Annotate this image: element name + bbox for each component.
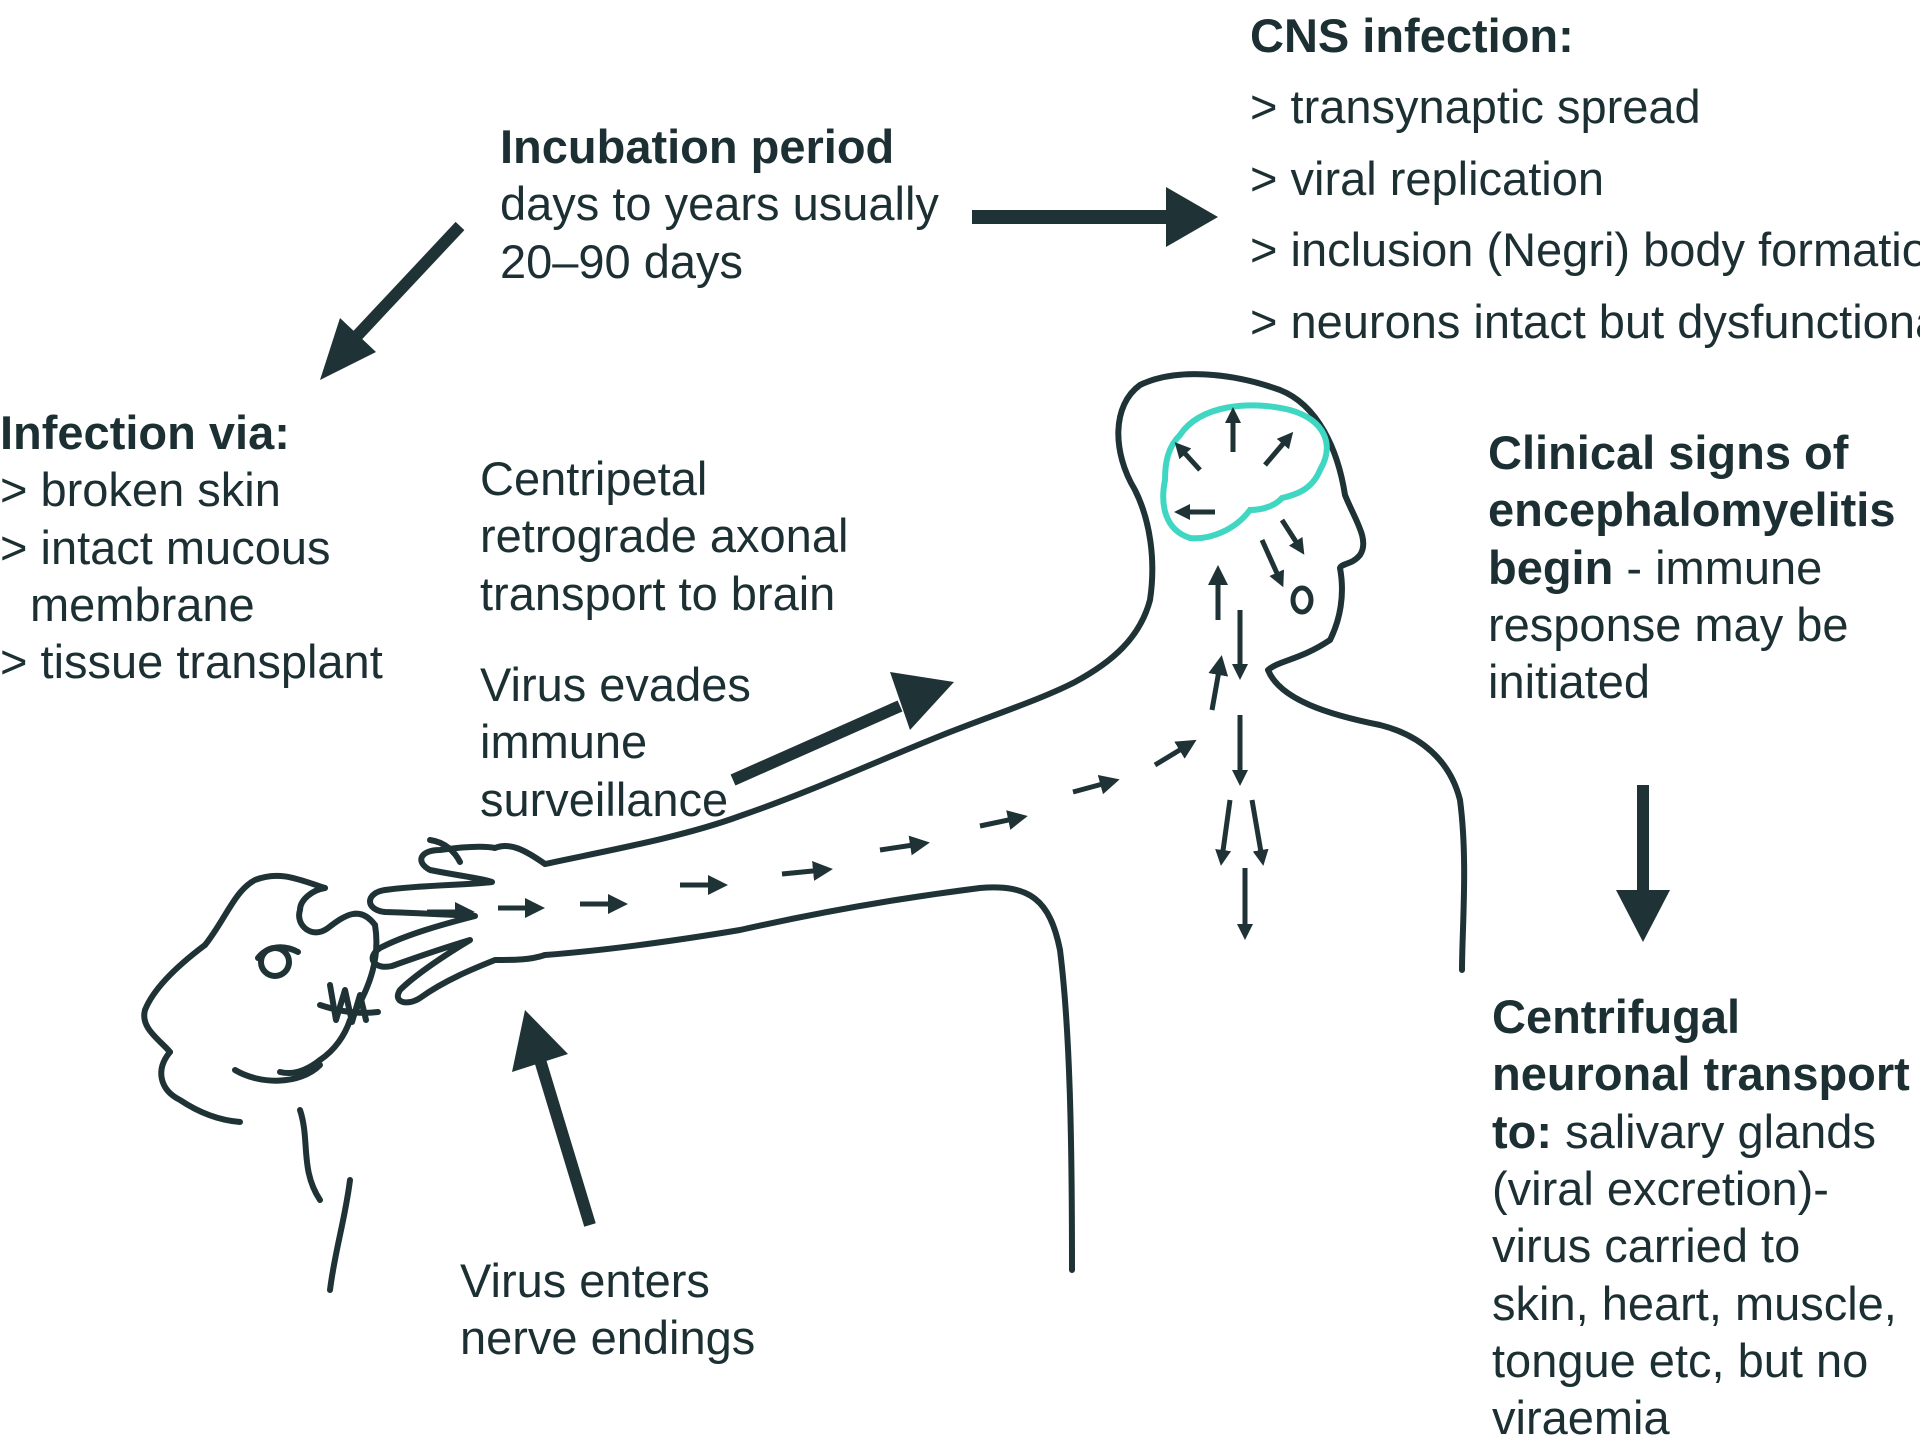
evades-line-3: surveillance — [480, 771, 751, 828]
clinical-line-3: initiated — [1488, 653, 1896, 710]
centrifugal-line-5: tongue etc, but no — [1492, 1332, 1910, 1389]
centrifugal-line-to: to: salivary glands — [1492, 1103, 1910, 1160]
brain-outline — [1163, 405, 1326, 538]
evades-text-block: Virus evades immune surveillance — [480, 656, 751, 828]
animal-head-outline — [144, 876, 378, 1290]
infection-via-item-2: > intact mucous — [0, 519, 383, 576]
incubation-line-2: 20–90 days — [500, 233, 939, 290]
centrifugal-line-6: viraemia — [1492, 1389, 1910, 1446]
clinical-to-centrifugal-arrow — [1616, 785, 1670, 942]
salivary-gland — [1293, 588, 1311, 612]
centrifugal-line-4: skin, heart, muscle, — [1492, 1275, 1910, 1332]
centripetal-line-2: retrograde axonal — [480, 507, 848, 564]
clinical-begin-rest: - immune — [1613, 541, 1822, 594]
centrifugal-text-block: Centrifugal neuronal transport to: saliv… — [1492, 988, 1910, 1447]
nerve-endings-pointer-arrow — [512, 1010, 590, 1225]
evades-line-2: immune — [480, 713, 751, 770]
centrifugal-to-word: to: — [1492, 1105, 1552, 1158]
spinal-cord-arrows — [1222, 610, 1262, 932]
nerve-line-1: Virus enters — [460, 1252, 755, 1309]
nerve-endings-text-block: Virus enters nerve endings — [460, 1252, 755, 1367]
clinical-begin-word: begin — [1488, 541, 1613, 594]
incubation-line-1: days to years usually — [500, 175, 939, 232]
centripetal-line-3: transport to brain — [480, 565, 848, 622]
centrifugal-heading-2: neuronal transport — [1492, 1045, 1910, 1102]
evades-pointer-arrow — [733, 672, 954, 780]
incubation-to-cns-arrow — [972, 187, 1218, 247]
clinical-line-2: response may be — [1488, 596, 1896, 653]
centripetal-text-block: Centripetal retrograde axonal transport … — [480, 450, 848, 622]
nerve-line-2: nerve endings — [460, 1309, 755, 1366]
incubation-heading: Incubation period — [500, 118, 939, 175]
clinical-heading-2: encephalomyelitis — [1488, 481, 1896, 538]
clinical-signs-text-block: Clinical signs of encephalomyelitis begi… — [1488, 424, 1896, 711]
clinical-line-begin: begin - immune — [1488, 539, 1896, 596]
cns-item-4: > neurons intact but dysfunctional — [1250, 286, 1920, 357]
centrifugal-line-2: (viral excretion)- — [1492, 1160, 1910, 1217]
infection-via-item-2-cont: membrane — [0, 576, 383, 633]
cns-item-2: > viral replication — [1250, 143, 1920, 214]
evades-line-1: Virus evades — [480, 656, 751, 713]
incubation-to-infection-arrow — [320, 226, 460, 380]
infection-via-item-3: > tissue transplant — [0, 633, 383, 690]
centrifugal-heading-1: Centrifugal — [1492, 988, 1910, 1045]
cns-infection-text-block: CNS infection: > transynaptic spread > v… — [1250, 0, 1920, 357]
incubation-text-block: Incubation period days to years usually … — [500, 118, 939, 290]
cns-item-3: > inclusion (Negri) body formation — [1250, 214, 1920, 285]
clinical-heading-1: Clinical signs of — [1488, 424, 1896, 481]
infection-via-item-1: > broken skin — [0, 461, 383, 518]
infection-via-text-block: Infection via: > broken skin > intact mu… — [0, 404, 383, 691]
centrifugal-to-rest: salivary glands — [1552, 1105, 1876, 1158]
centrifugal-line-3: virus carried to — [1492, 1217, 1910, 1274]
cns-heading: CNS infection: — [1250, 0, 1920, 71]
centripetal-line-1: Centripetal — [480, 450, 848, 507]
infection-via-heading: Infection via: — [0, 404, 383, 461]
hand-outline — [370, 840, 545, 1002]
cns-item-1: > transynaptic spread — [1250, 71, 1920, 142]
